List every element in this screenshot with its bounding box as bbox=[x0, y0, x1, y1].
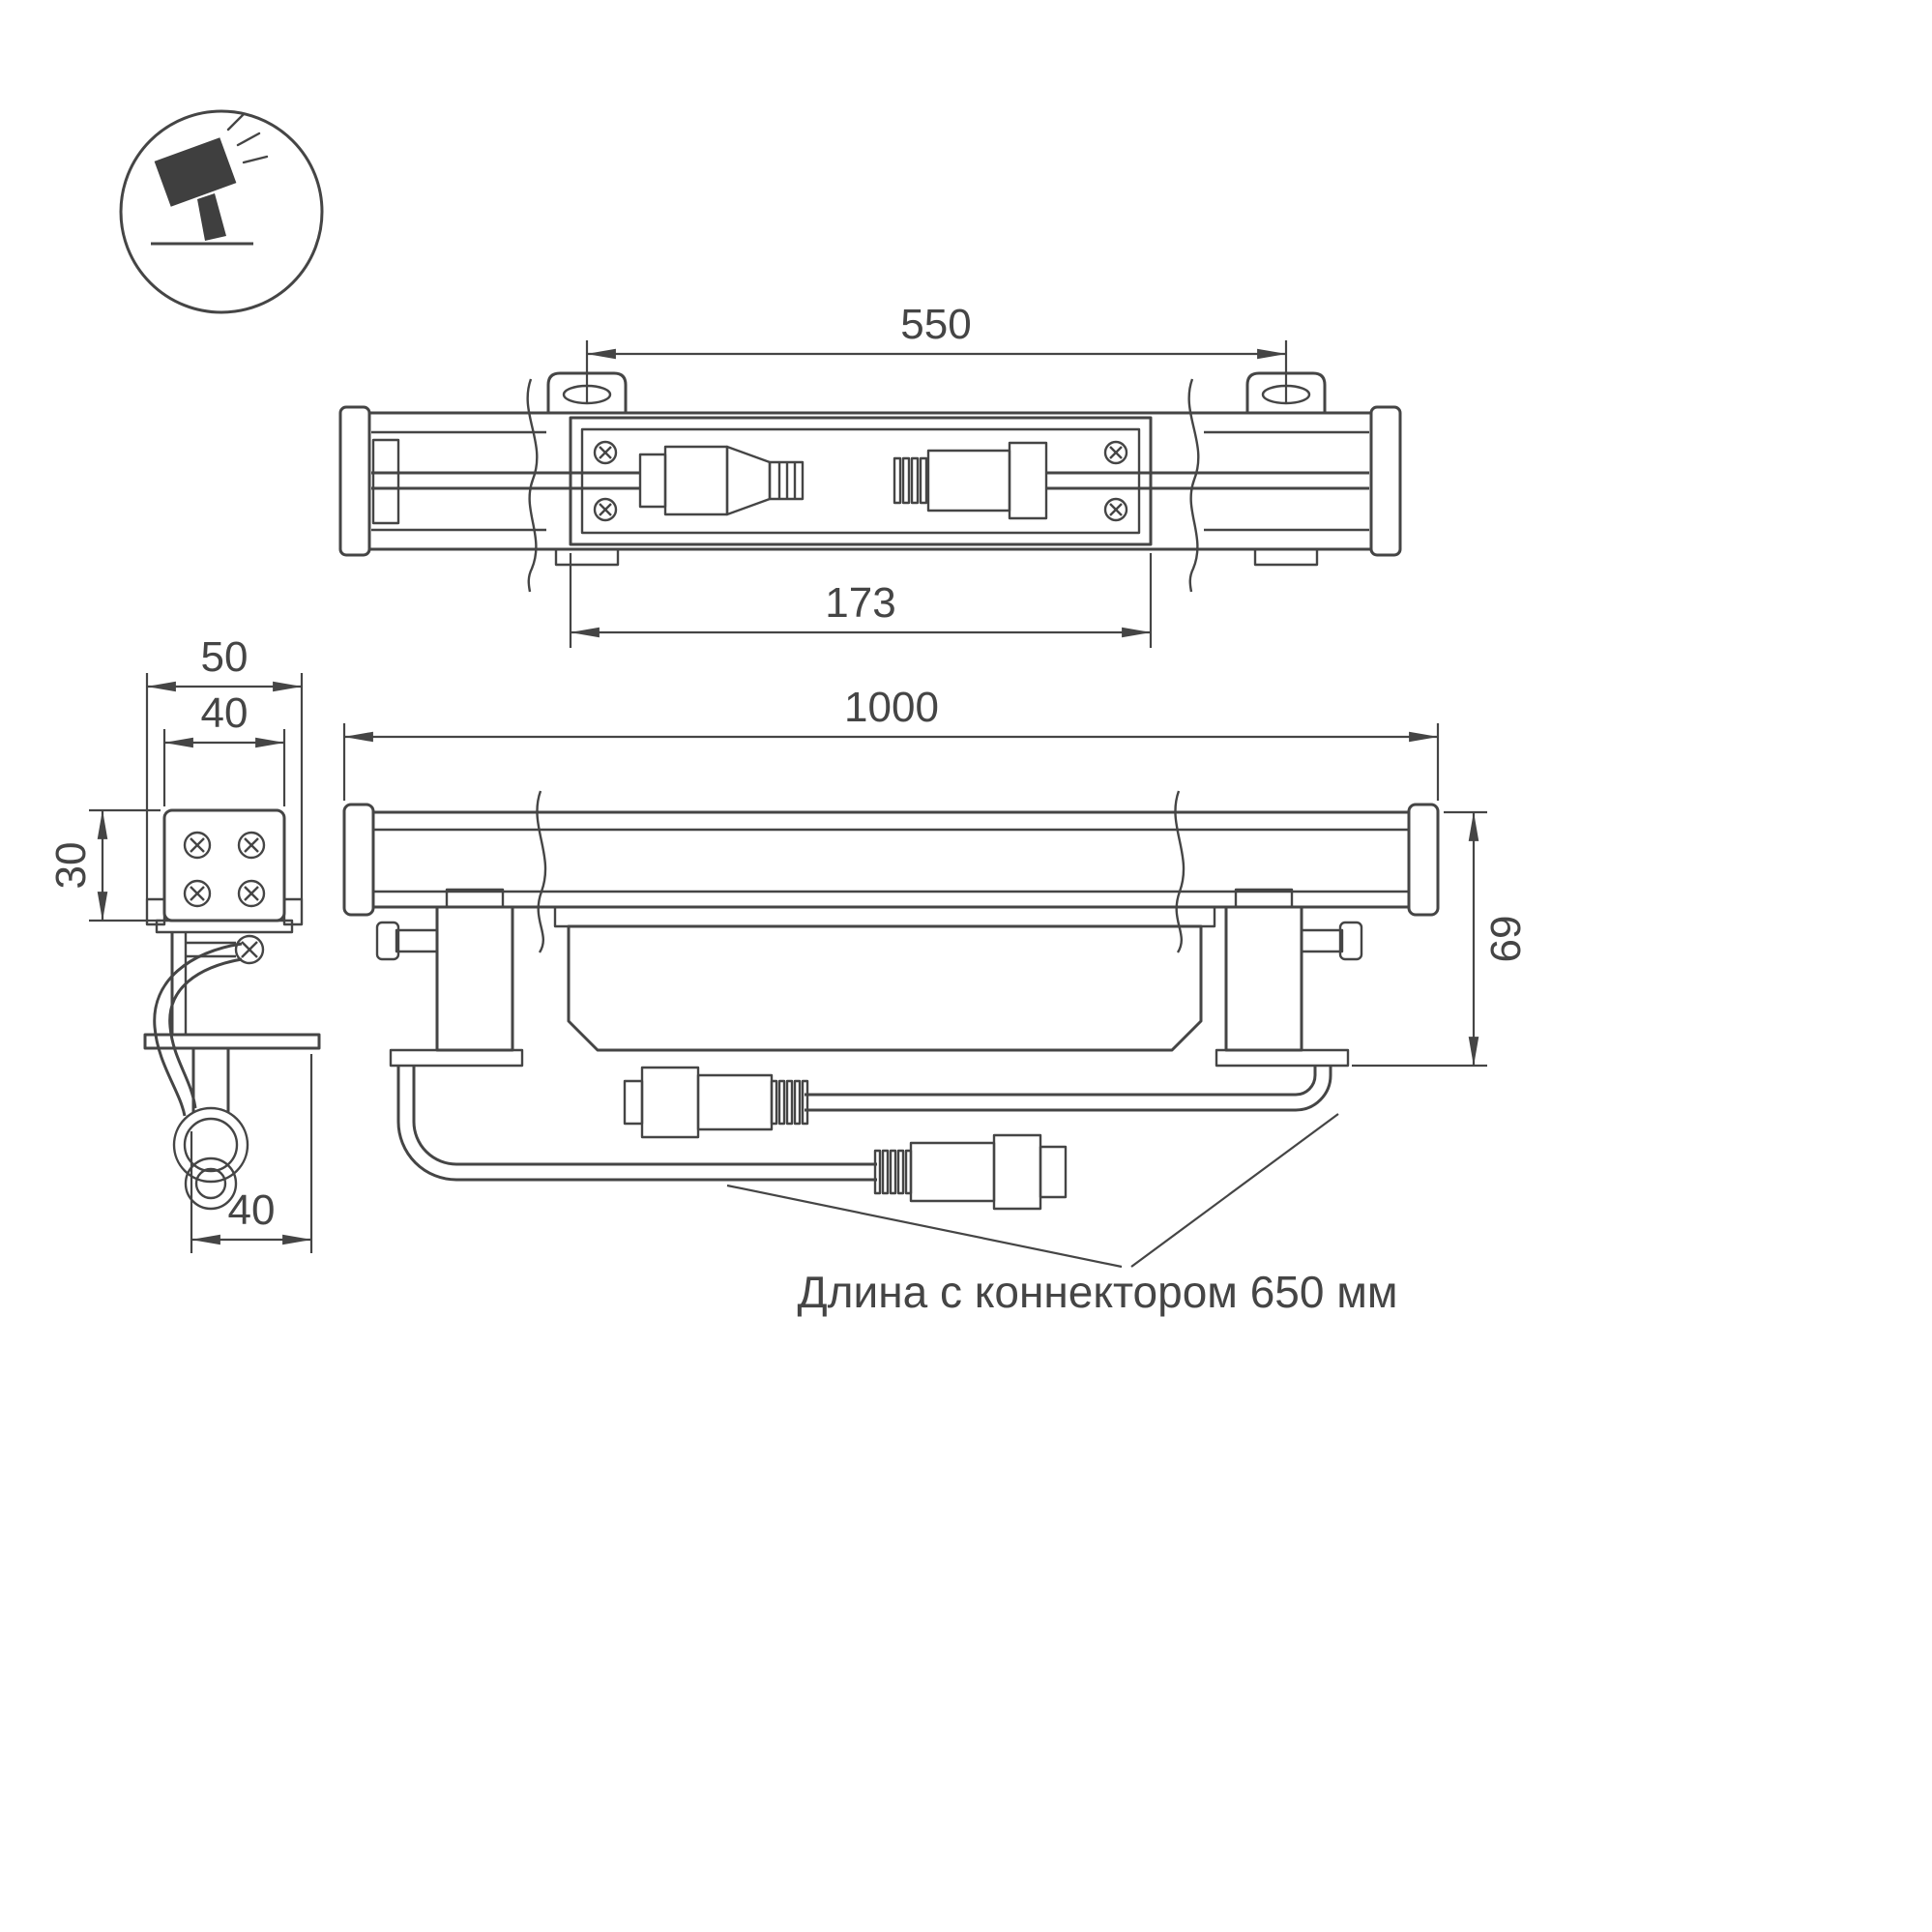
dimension-69 bbox=[1352, 810, 1487, 1068]
left-end-cap bbox=[342, 803, 375, 917]
dim-30-label: 30 bbox=[47, 842, 95, 890]
top-view-rail bbox=[338, 405, 1402, 557]
break-line bbox=[1187, 378, 1200, 593]
connector-female-front bbox=[623, 1066, 809, 1139]
bracket-plate bbox=[1224, 905, 1303, 1052]
front-bracket-right bbox=[1215, 888, 1363, 1068]
dimension-550 bbox=[585, 340, 1288, 402]
pivot-knob bbox=[234, 934, 265, 965]
pivot-bolt-shaft bbox=[1300, 928, 1344, 953]
cable-pigtail-lower bbox=[396, 1066, 877, 1182]
clamp-bar bbox=[155, 919, 294, 934]
bracket-plate bbox=[435, 905, 514, 1052]
bracket-foot bbox=[389, 1048, 524, 1068]
bracket-foot bbox=[1253, 547, 1319, 567]
dim-173-label: 173 bbox=[825, 579, 895, 627]
dim-1000-label: 1000 bbox=[844, 684, 939, 731]
connector-female-plan bbox=[893, 441, 1048, 520]
annotation-leader bbox=[726, 1113, 1339, 1269]
central-panel bbox=[569, 416, 1153, 546]
bracket-flange bbox=[143, 1033, 321, 1050]
dimension-1000 bbox=[342, 723, 1440, 801]
bracket-foot bbox=[1215, 1048, 1350, 1068]
end-bolt-detail bbox=[371, 438, 400, 525]
top-view-cable bbox=[371, 471, 1369, 490]
right-end-cap bbox=[1407, 803, 1440, 917]
dim-550-label: 550 bbox=[900, 301, 971, 348]
floodlight-icon bbox=[119, 109, 324, 314]
front-view bbox=[342, 723, 1487, 1269]
dimension-173 bbox=[569, 553, 1153, 648]
side-view-bracket bbox=[143, 919, 321, 1211]
dimension-50 bbox=[145, 673, 304, 899]
panel-screws bbox=[593, 440, 1128, 522]
cable-length-note: Длина с коннектором 650 мм bbox=[798, 1267, 1398, 1317]
dimension-40-bottom bbox=[190, 1054, 313, 1253]
dim-40-bottom-label: 40 bbox=[228, 1186, 276, 1234]
side-view-profile bbox=[145, 808, 304, 926]
right-end-cap bbox=[1369, 405, 1402, 557]
bracket-foot bbox=[554, 547, 620, 567]
pivot-bolt-shaft bbox=[395, 928, 439, 953]
dimension-40-top bbox=[162, 729, 286, 806]
cable-pigtail-upper bbox=[805, 1066, 1332, 1112]
icon-circle-border bbox=[119, 109, 324, 314]
dim-40-top-label: 40 bbox=[201, 689, 249, 737]
side-view bbox=[89, 673, 321, 1253]
floodlight-head bbox=[154, 137, 237, 207]
break-line bbox=[1174, 790, 1186, 953]
swivel-foot bbox=[172, 1106, 249, 1211]
housing-base-plate bbox=[553, 905, 1216, 928]
break-line bbox=[526, 378, 539, 593]
light-rays-icon bbox=[226, 112, 269, 164]
connector-male-front bbox=[873, 1133, 1068, 1211]
top-view bbox=[338, 340, 1402, 648]
break-line bbox=[536, 790, 547, 953]
side-view-cable bbox=[153, 942, 243, 1117]
dim-50-label: 50 bbox=[201, 633, 249, 681]
pivot-knob bbox=[375, 921, 400, 961]
dimension-30 bbox=[89, 808, 161, 922]
pivot-knob bbox=[1338, 921, 1363, 961]
floodlight-stand bbox=[197, 193, 226, 241]
dim-69-label: 69 bbox=[1482, 916, 1530, 963]
front-bracket-left bbox=[375, 888, 524, 1068]
profile-screws bbox=[183, 831, 266, 908]
front-view-rail bbox=[342, 803, 1440, 917]
connector-male-plan bbox=[638, 445, 805, 516]
left-end-cap bbox=[338, 405, 371, 557]
driver-housing bbox=[553, 905, 1216, 1052]
